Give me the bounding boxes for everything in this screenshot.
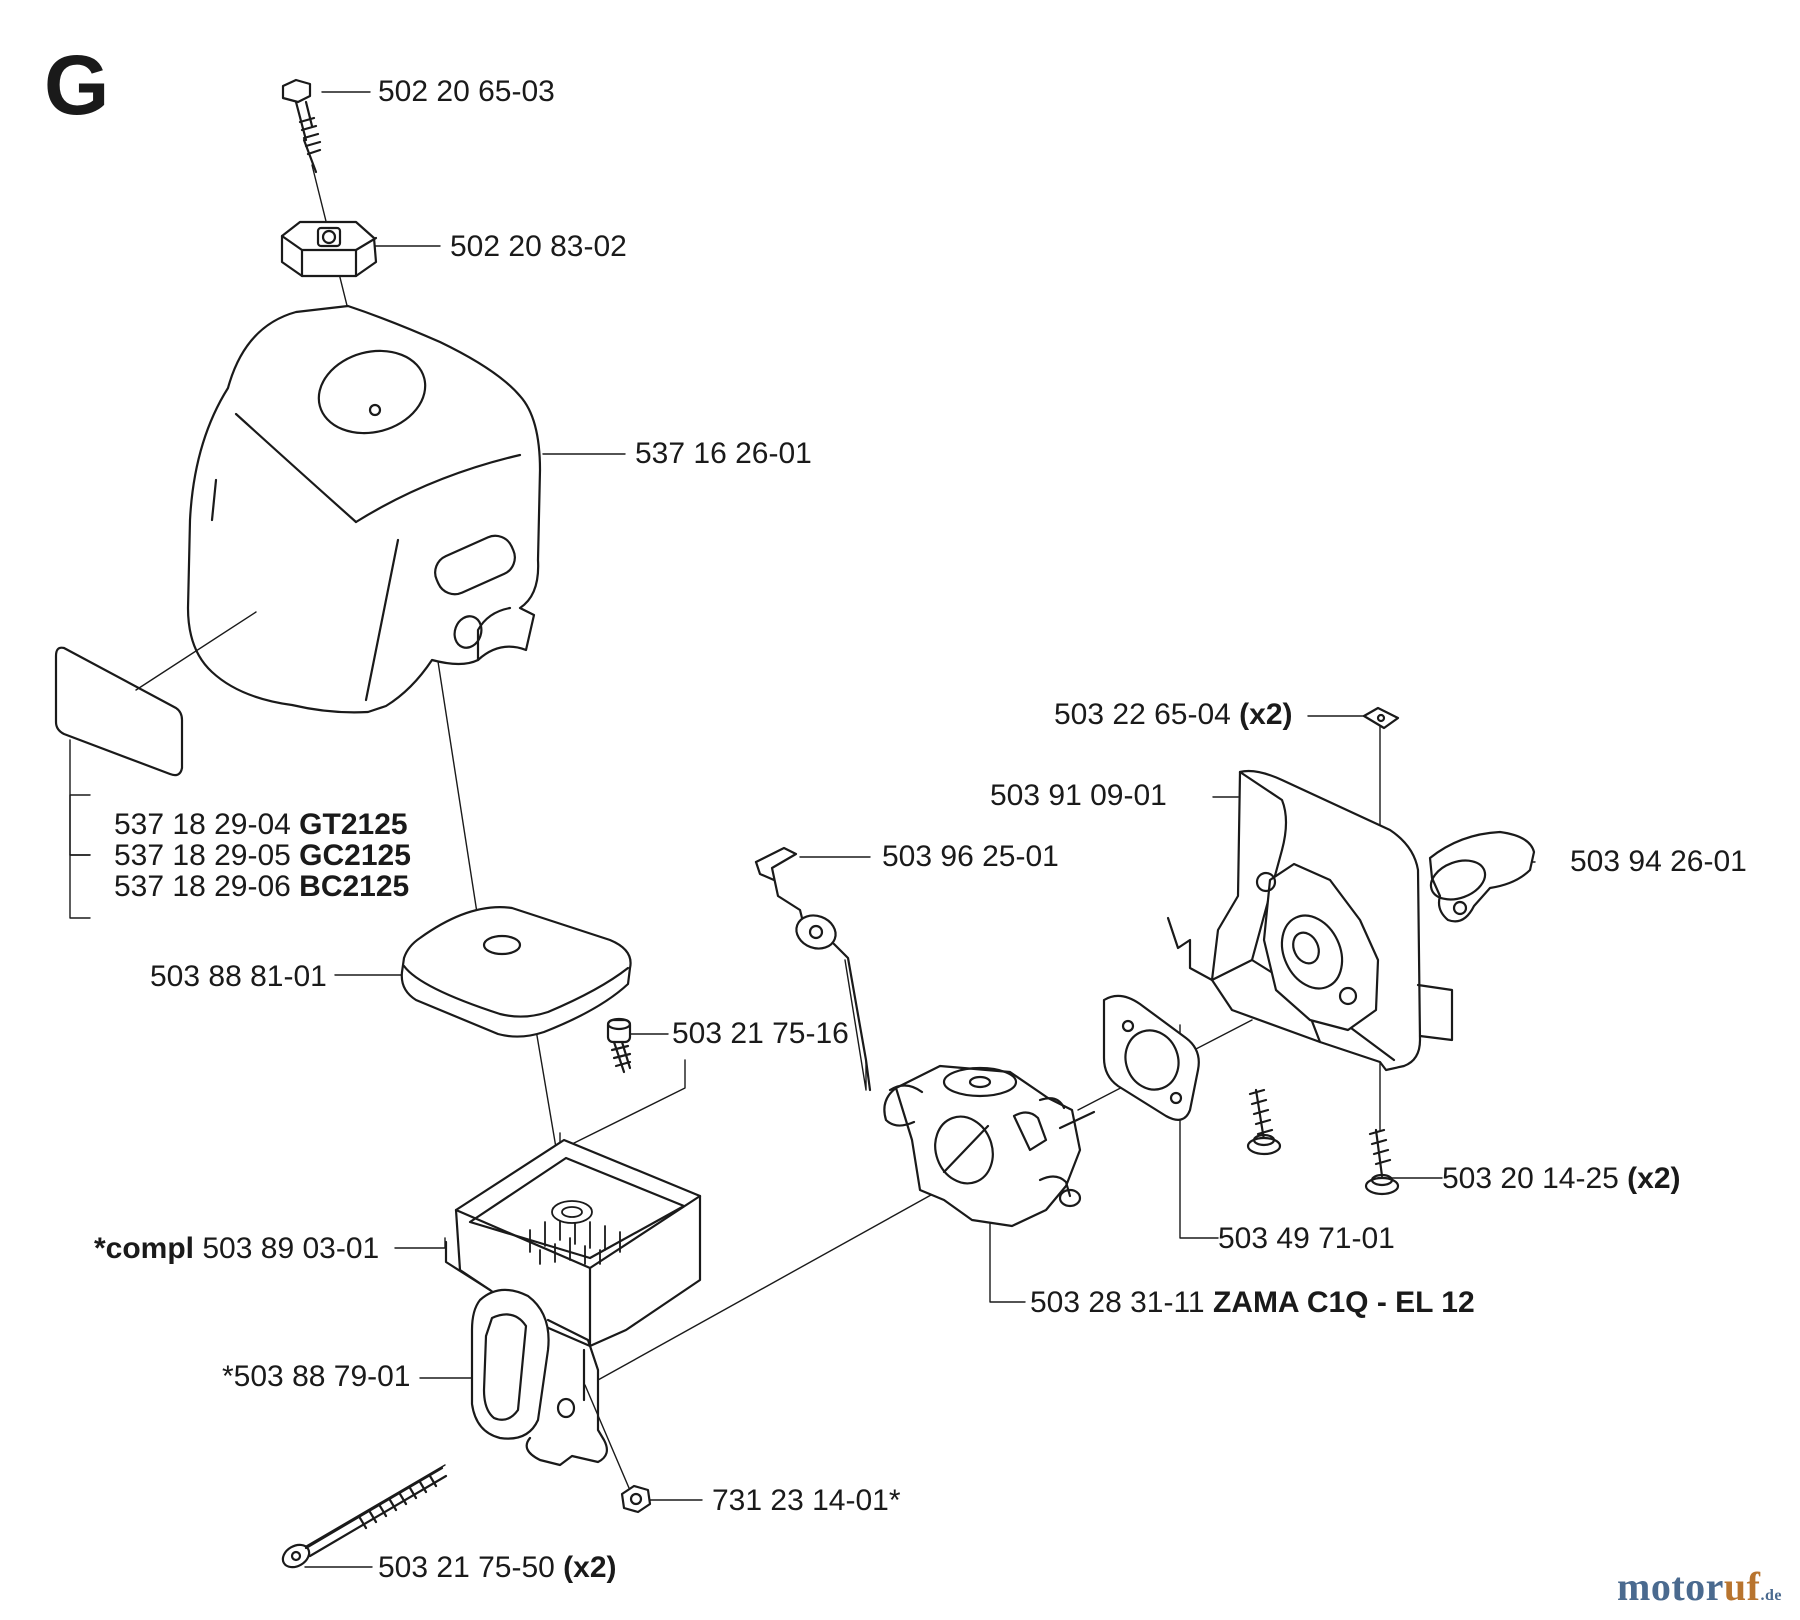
label-decal-gc: 537 18 29-05 GC2125 [114,839,411,872]
carburetor-icon [883,1064,1096,1228]
label-bottom-nut: 731 23 14-01* [712,1484,901,1517]
label-long-bolt: 503 21 75-50 (x2) [378,1551,617,1584]
label-throttle-link: 503 96 25-01 [882,840,1059,873]
label-filter-screw: 503 21 75-16 [672,1017,849,1050]
throttle-link-icon [754,846,872,1092]
label-bolt-top: 502 20 65-03 [378,75,555,108]
label-filter-housing: *compl 503 89 03-01 [94,1232,380,1265]
decal-icon [54,611,257,777]
label-decal-gt: 537 18 29-04 GT2125 [114,808,408,841]
bottom-nut-icon [620,1484,652,1514]
square-nut-icon [1362,706,1400,730]
label-air-filter: 503 88 81-01 [150,960,327,993]
carb-holder-icon [1166,769,1454,1072]
cylinder-cover-icon [186,304,542,714]
label-holder-screws: 503 20 14-25 (x2) [1442,1162,1681,1195]
label-gasket: 503 49 71-01 [1218,1222,1395,1255]
label-carburetor: 503 28 31-11 ZAMA C1Q - EL 12 [1030,1286,1475,1319]
label-bushing: 503 94 26-01 [1570,845,1747,878]
label-carb-holder: 503 91 09-01 [990,779,1167,812]
choke-button-icon [470,1288,609,1467]
holder-screw-right-icon [1364,1128,1400,1196]
label-cover-nut: 502 20 83-02 [450,230,627,263]
cover-nut-icon [280,220,378,278]
filter-housing-pins [529,1200,621,1265]
watermark-logo: motoruf.de [1617,1564,1782,1609]
label-decal-bc: 537 18 29-06 BC2125 [114,870,410,903]
filter-screw-icon [606,1017,632,1074]
bushing-icon [1428,830,1536,923]
long-bolt-icon [281,1466,448,1569]
label-cylinder-cover: 537 16 26-01 [635,437,812,470]
section-letter: G [44,38,110,132]
label-square-nut: 503 22 65-04 (x2) [1054,698,1293,731]
holder-screw-left-icon [1246,1088,1282,1156]
label-choke-button: *503 88 79-01 [222,1360,411,1393]
gasket-icon [1102,994,1200,1121]
air-filter-icon [400,906,632,1038]
bolt-top-icon [281,78,322,174]
